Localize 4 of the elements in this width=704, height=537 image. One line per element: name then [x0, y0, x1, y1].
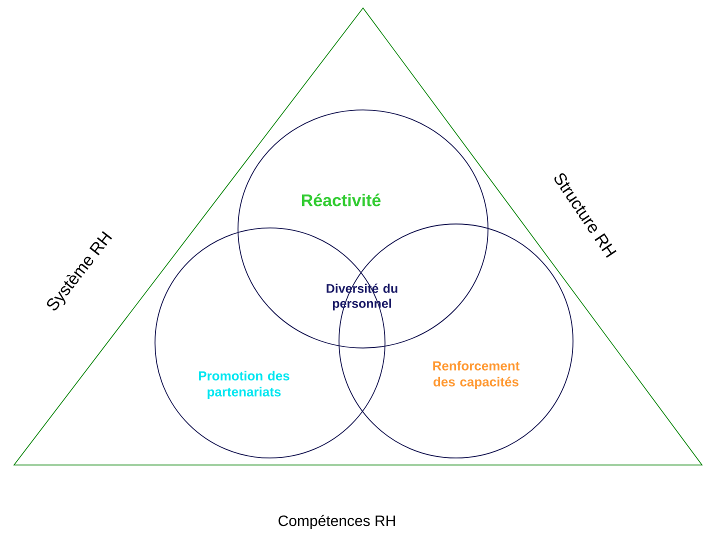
circle-label: Promotion des partenariats	[199, 370, 290, 400]
side-label: Compétences RH	[278, 514, 395, 530]
circle-label: Renforcement des capacités	[433, 360, 520, 390]
circle-label: Réactivité	[302, 194, 381, 206]
